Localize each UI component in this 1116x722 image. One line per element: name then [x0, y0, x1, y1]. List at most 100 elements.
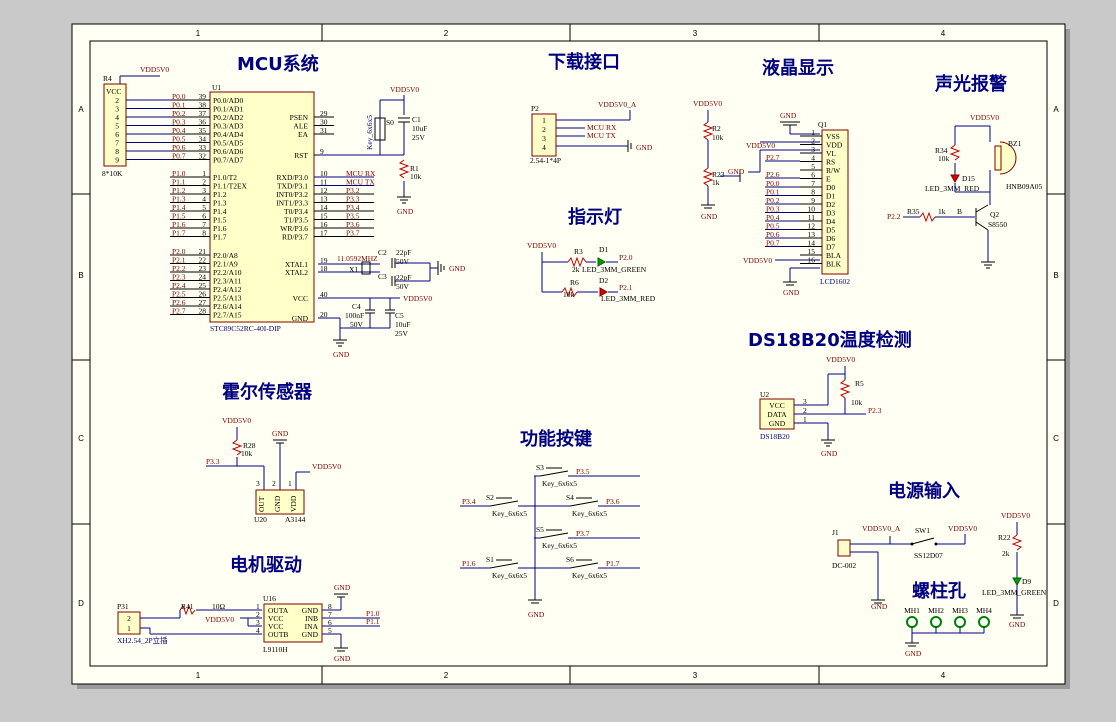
ind-vdd: VDD5V0	[527, 241, 556, 250]
key-part: Key_6x6x5	[542, 479, 577, 488]
lcd-net-label: P0.7	[766, 239, 780, 248]
r1-ref: R1	[410, 164, 419, 173]
d15-led-red	[950, 174, 960, 184]
zone-row-left: B	[78, 271, 83, 280]
ds-gnd: GND	[821, 449, 838, 458]
zone-col-top: 3	[693, 29, 698, 38]
lcd-pin-num: 6	[811, 171, 815, 180]
net-vdd-u1: VDD5V0	[403, 294, 432, 303]
zone-col-top: 1	[196, 29, 201, 38]
r22-ref: R22	[998, 533, 1011, 542]
x1-value: 11.0592MHZ	[337, 254, 378, 263]
u1-pin-num: 40	[320, 290, 328, 299]
motor-gnd-bottom: GND	[334, 654, 351, 663]
p2-ref: P2	[531, 104, 539, 113]
key-part: Key_6x6x5	[492, 509, 527, 518]
sw1-part: SS12D07	[914, 551, 943, 560]
u1-pin-name: P0.4/AD4	[213, 130, 243, 139]
q1-ref: Q1	[818, 120, 827, 129]
lcd-pin-name: D7	[826, 243, 835, 252]
lcd-part: LCD1602	[820, 277, 850, 286]
key-ref: S6	[566, 555, 574, 564]
p31-part: XH2.54_2P立插	[117, 635, 168, 645]
d2-led-red	[599, 287, 609, 297]
alarm-section: VDD5V0 R34 10k D15 LED_3MM_RED BZ1 HNB09…	[887, 113, 1043, 269]
c5-val: 10uF	[395, 320, 410, 329]
u1-pin-name: P2.2/A10	[213, 268, 242, 277]
u1-pin-name: P1.3	[213, 199, 227, 208]
ds-vdd: VDD5V0	[826, 355, 855, 364]
u1-pin-num: 39	[199, 92, 207, 101]
u1-pin-name: P2.7/A15	[213, 311, 242, 320]
u1-net-label: P3.4	[346, 203, 360, 212]
title-lcd: 液晶显示	[762, 57, 834, 79]
zone-row-right: D	[1053, 599, 1059, 608]
zone-col-top: 2	[444, 29, 449, 38]
ds-pin-name: GND	[769, 419, 786, 428]
hall-gnd: GND	[272, 429, 289, 438]
p31-pin-num: 1	[127, 624, 131, 633]
hall-vdd2: VDD5V0	[312, 462, 341, 471]
r3-ref: R3	[574, 247, 583, 256]
lcd-pin-name: D2	[826, 200, 835, 209]
bz1-body	[994, 145, 1002, 171]
c3-volt: 50V	[396, 282, 410, 291]
u1-pin-num: 1	[202, 169, 206, 178]
u1-pin-num: 19	[320, 256, 328, 265]
key-part: Key_6x6x5	[572, 509, 607, 518]
key-ref: S1	[486, 555, 494, 564]
r6-ref: R6	[570, 278, 579, 287]
lcd-net-label: P2.6	[766, 170, 780, 179]
u1-pin-name: P0.0/AD0	[213, 96, 243, 105]
zone-col-bottom: 1	[196, 671, 201, 680]
hall-section: VDD5V0 R28 10k P3.3 GND VDD5V0 OUT3GND2V…	[206, 416, 341, 524]
u1-pin-num: 25	[199, 281, 207, 290]
title-hall: 霍尔传感器	[222, 381, 313, 403]
key-part: Key_6x6x5	[492, 571, 527, 580]
j1-ref: J1	[832, 528, 839, 537]
title-indicator: 指示灯	[568, 206, 622, 228]
u1-pin-name: P1.7	[213, 233, 227, 242]
q2-ref: Q2	[990, 210, 999, 219]
key-part: Key_6x6x5	[572, 571, 607, 580]
d15-ref: D15	[962, 174, 975, 183]
title-holes: 螺柱孔	[912, 580, 966, 602]
r4-pin-num: 6	[115, 130, 119, 139]
ds-pin-num: 3	[803, 397, 807, 406]
u1-pin-name: P1.0/T2	[213, 173, 237, 182]
sheet-border	[89, 40, 1048, 667]
ds-pin-num: 2	[803, 406, 807, 415]
key-switch	[489, 500, 519, 507]
u1-pin-num: 34	[199, 135, 207, 144]
u1-pin-num: 15	[320, 212, 328, 221]
title-alarm: 声光报警	[934, 73, 1007, 95]
key-switch	[489, 562, 519, 569]
u1-net-label: P0.5	[172, 135, 186, 144]
key-switch	[539, 532, 569, 539]
lcd-pin-num: 9	[811, 196, 815, 205]
net-vdd-reset: VDD5V0	[390, 85, 419, 94]
u1-ref: U1	[212, 83, 221, 92]
lcd-net-label: P0.6	[766, 230, 780, 239]
title-motor: 电机驱动	[230, 554, 302, 576]
power-vdd2: VDD5V0	[1001, 511, 1030, 520]
p31-pin-num: 2	[127, 614, 131, 623]
u1-net-label: P0.3	[172, 118, 186, 127]
lcd-pin-num: 5	[811, 162, 815, 171]
u16-pin-name: OUTA	[268, 606, 289, 615]
lcd-pin-name: VDD	[826, 141, 843, 150]
u1-pin-num: 20	[320, 310, 328, 319]
u1-pin-num: 30	[320, 118, 328, 127]
lcd-net-label: P2.7	[766, 153, 780, 162]
u1-pin-num: 3	[202, 186, 206, 195]
u1-pin-num: 38	[199, 101, 207, 110]
mounting-hole-icon	[906, 616, 918, 628]
u16-pin-num: 7	[328, 610, 332, 619]
r5-val: 10k	[851, 398, 863, 407]
ds-pin-name: DATA	[767, 410, 787, 419]
